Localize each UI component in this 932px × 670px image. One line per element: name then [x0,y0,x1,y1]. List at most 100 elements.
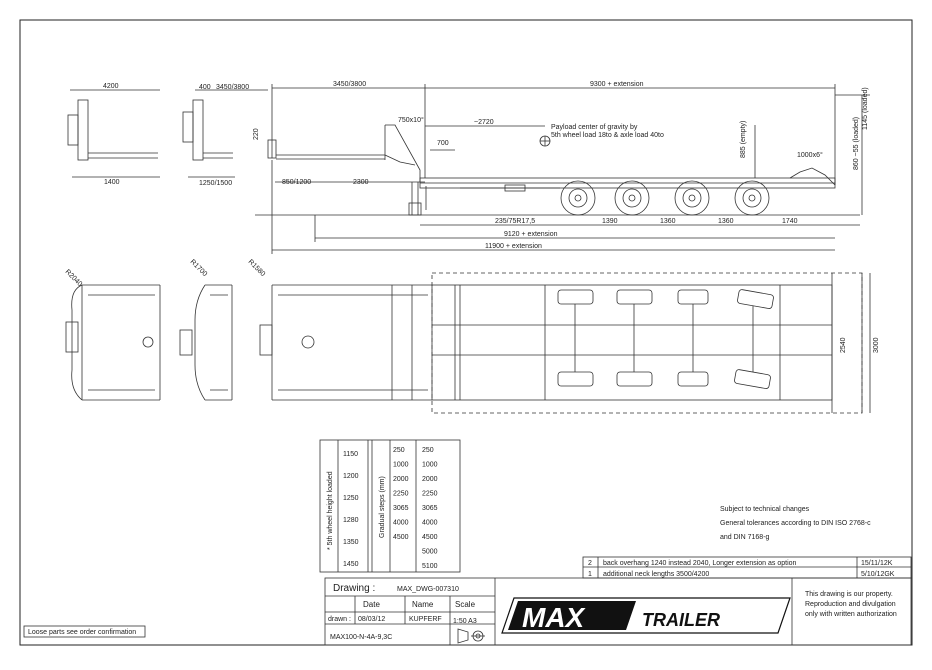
rev-2-no: 2 [588,560,592,567]
wheel-3 [674,180,710,216]
wheel-1 [560,180,596,216]
wheel-4 [734,180,770,216]
dim-r1700: R1700 [189,258,209,278]
steps-column-2: 250 1000 2000 2250 3065 4000 4500 [393,447,409,541]
table-cell: 5100 [422,563,438,570]
table-cell: 4000 [422,520,438,527]
table-cell: 1280 [343,517,359,524]
rev-2-date: 15/11/12K [861,560,893,567]
rev-1-date: 5/10/12GK [861,571,895,578]
dim-1250-1500: 1250/1500 [199,180,232,187]
gradual-steps-table: * 5th wheel height loaded Gradual steps … [319,439,461,573]
drawing-label: Drawing : [333,583,375,594]
dim-1145-loaded: 1145 (loaded) [862,87,869,130]
dim-r1580: R1580 [247,258,267,278]
dim-2720: ~2720 [474,119,494,126]
dim-4200: 4200 [103,83,119,90]
dim-1360-b: 1360 [718,218,734,225]
table-axis-wheel-height: * 5th wheel height loaded [327,471,334,550]
dim-2300: 2300 [353,179,369,186]
rev-2-text: back overhang 1240 instead 2040, Longer … [603,560,797,567]
table-cell: 1200 [343,473,359,480]
sheet-border [19,19,913,646]
dim-3450-3800: 3450/3800 [216,84,249,91]
rev-1-text: additional neck lengths 3500/4200 [603,571,709,578]
max-trailer-logo: MAX TRAILER [501,597,791,634]
table-cell: 4000 [393,520,409,527]
dim-885-empty: 885 (empty) [740,121,747,158]
front-view-small-1: 4200 1400 [67,83,160,186]
table-cell: 4500 [393,534,409,541]
table-axis-steps: Gradual steps (mm) [379,476,386,538]
model-number: MAX100-N-4A-9,3C [330,634,392,641]
drawn-name: KUPFERF [409,616,442,623]
dim-1740: 1740 [782,218,798,225]
logo-trailer-text: TRAILER [642,610,720,630]
loose-parts-note: Loose parts see order confirmation [28,629,136,636]
title-block [324,577,912,646]
note-din: and DIN 7168-g [720,534,770,541]
dim-3000: 3000 [873,337,880,353]
side-elevation: 3450/3800 9300 + extension 220 750x10° ~… [253,81,870,254]
wheel-2 [614,180,650,216]
axle-group-3 [677,289,709,387]
dim-tyre: 235/75R17,5 [495,218,535,225]
plan-view-small-1: R2040 [64,268,161,401]
table-cell: 3065 [422,505,438,512]
projection-symbol-icon [457,628,485,644]
logo-max-text: MAX [522,602,587,633]
scale-label: Scale [455,600,476,609]
property-note-3: only with written authorization [805,611,897,618]
table-cell: 2000 [393,476,409,483]
dim-1000x6: 1000x6° [797,151,823,159]
table-cell: 1000 [422,462,438,469]
dim-1360-a: 1360 [660,218,676,225]
front-view-small-2: 400 3450/3800 1250/1500 [182,84,268,187]
table-cell: 3065 [393,505,409,512]
dim-700: 700 [437,140,449,147]
dim-r2040: R2040 [64,268,84,288]
dim-9300: 9300 + extension [590,81,644,88]
dim-220: 220 [253,128,260,140]
table-cell: 250 [422,447,434,454]
dim-750x10: 750x10° [398,116,424,124]
table-cell: 1000 [393,462,409,469]
plan-view-main: R1580 [247,258,880,414]
table-cell: 1350 [343,539,359,546]
scale-value: 1:50 A3 [453,618,477,625]
drawing-number: MAX_DWG-007310 [397,586,459,593]
table-cell: 250 [393,447,405,454]
dim-400: 400 [199,84,211,91]
dim-9120: 9120 + extension [504,231,558,238]
note-technical-changes: Subject to technical changes [720,506,810,513]
note-tolerances: General tolerances according to DIN ISO … [720,520,871,527]
table-cell: 2250 [422,491,438,498]
drawn-date: 08/03/12 [358,616,385,623]
wheels [560,180,770,216]
dim-1400: 1400 [104,179,120,186]
table-cell: 4500 [422,534,438,541]
rev-1-no: 1 [588,571,592,578]
table-cell: 2250 [393,491,409,498]
axle-group-4 [734,289,774,389]
table-cell: 1450 [343,561,359,568]
loose-parts-box [23,625,146,638]
dim-11900: 11900 + extension [485,243,542,250]
property-note-2: Reproduction and divulgation [805,601,896,608]
date-label: Date [363,600,380,609]
drawn-label: drawn : [328,616,351,623]
table-cell: 2000 [422,476,438,483]
axle-group-2 [616,289,653,387]
name-label: Name [412,600,434,609]
dim-850-1200: 850/1200 [282,179,311,186]
payload-note-2: 5th wheel load 18to & axle load 40to [551,132,664,139]
payload-note-1: Payload center of gravity by [551,124,638,131]
table-cell: 1150 [343,451,358,458]
dim-main-3450-3800: 3450/3800 [333,81,366,88]
plan-view-small-2: R1700 [179,258,233,401]
dim-2540: 2540 [840,337,847,353]
